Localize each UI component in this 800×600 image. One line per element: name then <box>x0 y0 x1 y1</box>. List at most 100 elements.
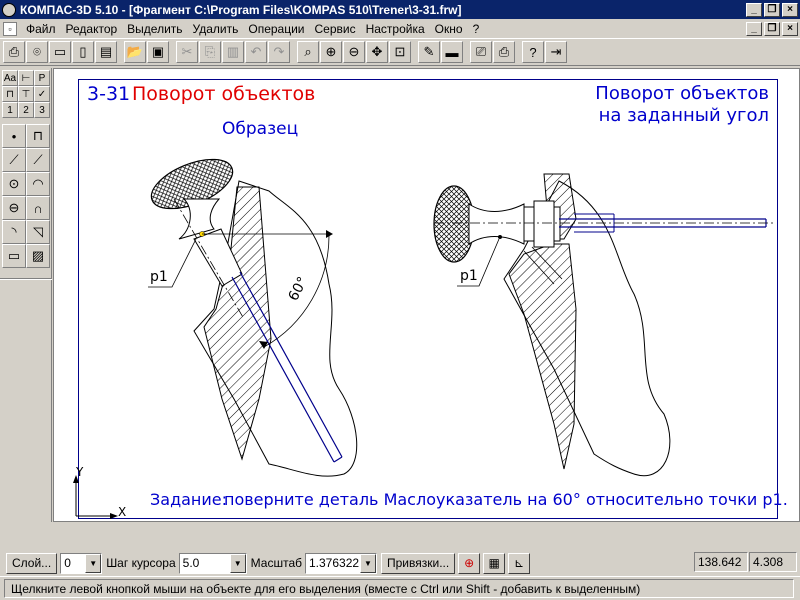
menu-bar: ▫ Файл Редактор Выделить Удалить Операци… <box>0 19 800 38</box>
dimension-tools-icon[interactable]: ⊢ <box>18 70 34 86</box>
main-toolbar: ⎙ ⌾ ▭ ▯ ▤ 📂 ▣ ✂ ⎘ ▥ ↶ ↷ ⌕ ⊕ ⊖ ✥ ⊡ ✎ ▬ ⎚ … <box>0 38 800 66</box>
task-prefix: Задание: <box>150 490 228 509</box>
menu-help[interactable]: ? <box>472 21 480 36</box>
fillet-icon[interactable]: ◝ <box>2 220 26 244</box>
print-icon[interactable]: ⎙ <box>493 41 515 63</box>
redo-icon[interactable]: ↷ <box>268 41 290 63</box>
zoom-in-icon[interactable]: ⊕ <box>320 41 342 63</box>
new-text-document-icon[interactable]: ▯ <box>72 41 94 63</box>
page-2-icon[interactable]: 2 <box>18 102 34 118</box>
doc-restore-button[interactable]: ❐ <box>764 21 780 36</box>
target-part[interactable] <box>433 173 774 477</box>
bezier-icon[interactable]: ∩ <box>26 196 50 220</box>
snap-button[interactable]: Привязки... <box>381 552 456 574</box>
chevron-down-icon[interactable]: ▼ <box>360 553 376 573</box>
step-combo[interactable]: 5.0 ▼ <box>178 552 247 574</box>
context-help-icon[interactable]: ? <box>522 41 544 63</box>
zoom-out-icon[interactable]: ⊖ <box>343 41 365 63</box>
ortho-icon[interactable]: ⊾ <box>508 552 531 574</box>
new-document-icon[interactable]: ▭ <box>49 41 71 63</box>
page-1-icon[interactable]: 1 <box>2 102 18 118</box>
scale-combo[interactable]: 1.376322 ▼ <box>305 552 377 574</box>
step-value: 5.0 <box>182 556 200 570</box>
layer-combo[interactable]: 0 ▼ <box>60 552 103 574</box>
grid-icon[interactable]: ▦ <box>483 552 506 574</box>
menu-delete[interactable]: Удалить <box>192 21 239 36</box>
show-all-icon[interactable]: ⊡ <box>389 41 411 63</box>
task-title: Поворот объектов <box>132 83 316 105</box>
save-icon[interactable]: ▣ <box>147 41 169 63</box>
task-text: поверните деталь Маслоуказатель на 60° о… <box>224 490 788 509</box>
circle-icon[interactable]: ⊙ <box>2 172 26 196</box>
menu-window[interactable]: Окно <box>434 21 463 36</box>
layer-button[interactable]: Слой... <box>6 552 58 574</box>
redraw-icon[interactable]: ✎ <box>418 41 440 63</box>
menu-select[interactable]: Выделить <box>127 21 183 36</box>
pan-icon[interactable]: ✥ <box>366 41 388 63</box>
drawing-canvas[interactable]: 3-31 Поворот объектов Образец Поворот об… <box>53 68 800 522</box>
aux-lines-icon[interactable]: ⊓ <box>26 124 50 148</box>
snap-toggle-icon[interactable]: ⊕ <box>458 552 481 574</box>
hatch-icon[interactable]: ▨ <box>26 244 50 268</box>
coord-x: 138.642 <box>694 552 748 572</box>
chevron-down-icon[interactable]: ▼ <box>229 553 246 573</box>
restore-button[interactable]: ❐ <box>764 2 780 17</box>
view-tools-icon[interactable]: P <box>34 70 50 86</box>
open-folder-icon[interactable]: 📂 <box>124 41 146 63</box>
axis-y-label: Y <box>76 465 84 479</box>
axis-x-label: X <box>118 505 127 519</box>
close-button[interactable]: × <box>782 2 798 17</box>
copy-icon[interactable]: ⎘ <box>199 41 221 63</box>
doc-minimize-button[interactable]: _ <box>746 21 762 36</box>
layer-value: 0 <box>64 556 71 570</box>
menu-operations[interactable]: Операции <box>248 21 305 36</box>
scale-label: Масштаб <box>250 556 302 570</box>
menu-service[interactable]: Сервис <box>314 21 356 36</box>
drawing-geometry <box>73 149 774 519</box>
window-title: КОМПАС-3D 5.10 - [Фрагмент C:\Program Fi… <box>20 2 462 17</box>
new-spec-icon[interactable]: ▤ <box>95 41 117 63</box>
geometry-tools: • ⊓ ⟋ ⟋ ⊙ ◠ ⊖ ∩ ◝ ◹ ▭ ▨ <box>2 124 50 268</box>
menu-settings[interactable]: Настройка <box>365 21 425 36</box>
segment-icon[interactable]: ⟋ <box>2 148 26 172</box>
right-title-line1: Поворот объектов <box>595 83 769 104</box>
chevron-down-icon[interactable]: ▼ <box>85 553 102 573</box>
scale-value: 1.376322 <box>309 556 360 570</box>
arc-icon[interactable]: ◠ <box>26 172 50 196</box>
status-toolbar: Слой... 0 ▼ Шаг курсора 5.0 ▼ Масштаб 1.… <box>0 550 800 576</box>
preview-icon[interactable]: ⎚ <box>470 41 492 63</box>
rectangle-icon[interactable]: ▭ <box>2 244 26 268</box>
parallel-segment-icon[interactable]: ⟋ <box>26 148 50 172</box>
tool-page-selector: Aa ⊢ P ⊓ ⊤ ✓ 1 2 3 <box>2 70 50 118</box>
task-number: 3-31 <box>87 83 131 105</box>
paste-icon[interactable]: ▥ <box>222 41 244 63</box>
kompas-app-icon[interactable] <box>2 2 16 17</box>
ellipse-icon[interactable]: ⊖ <box>2 196 26 220</box>
edit-tools-icon[interactable]: ⊤ <box>18 86 34 102</box>
page-3-icon[interactable]: 3 <box>34 102 50 118</box>
panel-icon[interactable]: ▬ <box>441 41 463 63</box>
cut-icon[interactable]: ✂ <box>176 41 198 63</box>
drawing-frame <box>78 79 778 519</box>
new-sheet-icon[interactable]: ⎙ <box>3 41 25 63</box>
sample-part[interactable] <box>145 149 358 477</box>
undo-icon[interactable]: ↶ <box>245 41 267 63</box>
p1-label-left: p1 <box>150 269 168 285</box>
new-fragment-icon[interactable]: ⌾ <box>26 41 48 63</box>
menu-file[interactable]: Файл <box>26 21 56 36</box>
text-tools-icon[interactable]: Aa <box>2 70 18 86</box>
coordinate-axes <box>73 475 118 519</box>
left-toolbar: Aa ⊢ P ⊓ ⊤ ✓ 1 2 3 • ⊓ ⟋ ⟋ ⊙ ◠ ⊖ ∩ ◝ ◹ ▭… <box>0 68 52 522</box>
point-icon[interactable]: • <box>2 124 26 148</box>
hint-text: Щелкните левой кнопкой мыши на объекте д… <box>4 579 794 598</box>
zoom-window-icon[interactable]: ⌕ <box>297 41 319 63</box>
sample-label: Образец <box>222 119 299 139</box>
doc-close-button[interactable]: × <box>782 21 798 36</box>
measure-tools-icon[interactable]: ✓ <box>34 86 50 102</box>
exit-icon[interactable]: ⇥ <box>545 41 567 63</box>
menu-editor[interactable]: Редактор <box>65 21 118 36</box>
hatch-tools-icon[interactable]: ⊓ <box>2 86 18 102</box>
chamfer-icon[interactable]: ◹ <box>26 220 50 244</box>
minimize-button[interactable]: _ <box>746 2 762 17</box>
document-icon[interactable]: ▫ <box>3 21 17 36</box>
